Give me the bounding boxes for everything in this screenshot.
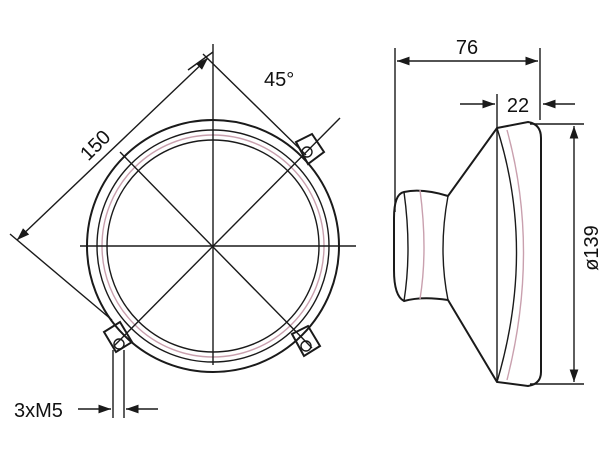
extension-line-150-bottom	[9, 233, 113, 321]
mounting-hole-bottom-left	[113, 338, 125, 350]
side-view: 76 22 ø139	[393, 37, 603, 388]
screw-label-3xm5: 3xM5	[14, 400, 63, 422]
side-lens-tint	[506, 129, 525, 381]
dimension-line-150	[16, 57, 209, 241]
angle-reference-line	[202, 53, 307, 156]
side-neck-contour-1	[403, 191, 409, 302]
dimension-label-150: 150	[76, 126, 115, 165]
angle-label-45: 45°	[264, 69, 294, 91]
mounting-tab-bottom-right	[290, 324, 322, 358]
side-body-outline	[393, 120, 542, 388]
diagonal-centerline-sw-ne	[113, 117, 341, 347]
front-view: 150 45° 3xM5	[9, 44, 356, 422]
dimension-label-diameter-139: ø139	[581, 225, 603, 271]
side-neck-contour-3	[419, 189, 425, 300]
side-lens-face	[496, 127, 518, 383]
dimension-label-76: 76	[456, 37, 478, 59]
dimension-label-22: 22	[507, 95, 529, 117]
diagonal-centerline-nw-se	[119, 151, 313, 349]
side-neck-contour-2	[442, 195, 449, 301]
mounting-tab-bottom-left	[102, 320, 134, 354]
